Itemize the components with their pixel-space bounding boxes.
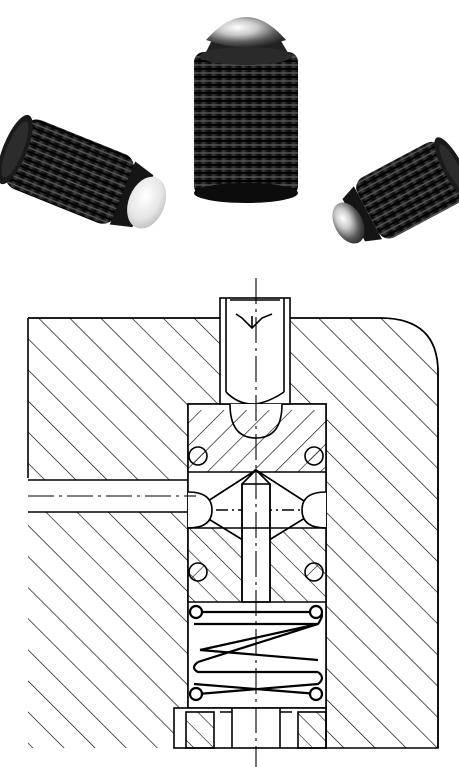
plunger-photo-left bbox=[0, 114, 167, 229]
housing-hatch-left-bottom bbox=[28, 512, 188, 748]
steel-ball bbox=[206, 17, 286, 47]
seal-ring bbox=[304, 562, 324, 582]
seal-ring bbox=[188, 562, 208, 582]
set-screw-head bbox=[219, 297, 291, 405]
housing-hatch-right bbox=[290, 318, 438, 748]
seal-ring bbox=[304, 446, 324, 466]
seal-ring bbox=[188, 446, 208, 466]
bottom-thread-section bbox=[173, 707, 327, 749]
housing-hatch-left-top bbox=[28, 318, 220, 480]
cross-section-drawing bbox=[27, 278, 439, 767]
plastic-ball bbox=[127, 176, 167, 229]
plunger-body-section bbox=[187, 410, 327, 603]
plunger-photo-center bbox=[194, 17, 298, 203]
steel-ball-small bbox=[332, 202, 365, 244]
plunger-photo-right bbox=[332, 137, 459, 244]
